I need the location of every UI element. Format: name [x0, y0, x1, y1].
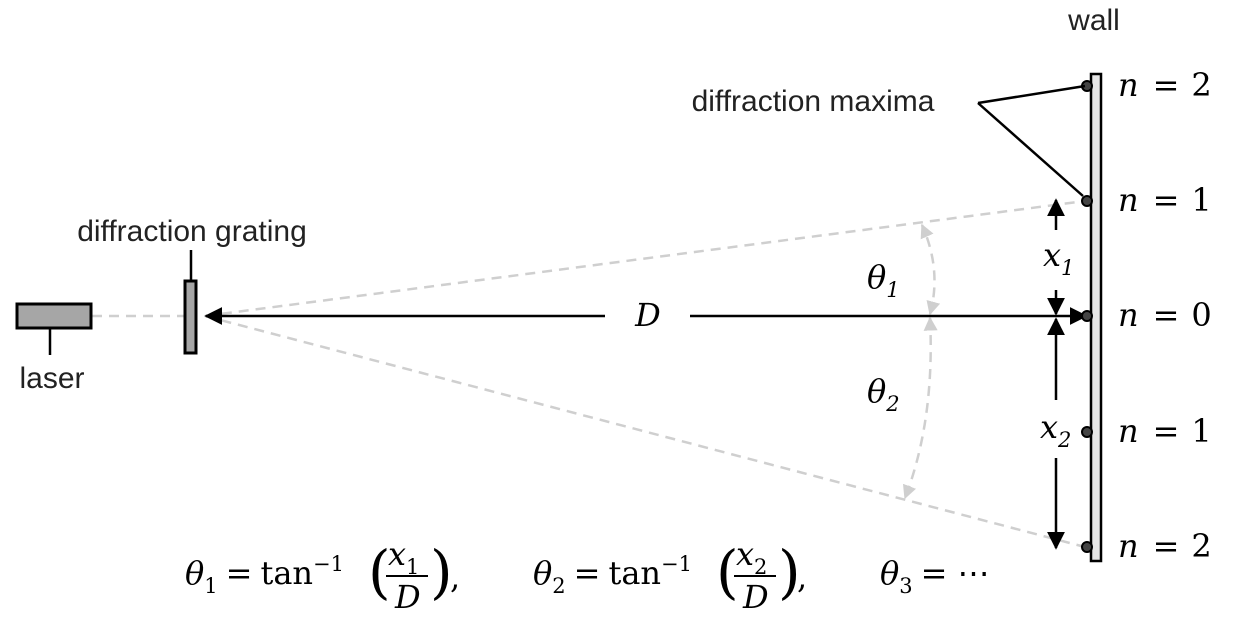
wall-label: wall [1067, 4, 1120, 37]
x1-label: x1 [1043, 236, 1074, 280]
maximum-dot-n1-top [1081, 195, 1093, 207]
formula-theta-3: θ3=⋯ [880, 554, 989, 598]
formula-1-paren-open: ( [368, 538, 391, 606]
theta-2-label: θ2 [867, 372, 900, 416]
svg-text:,: , [797, 558, 807, 596]
order-label-n2-bottom: n=2 [1118, 527, 1212, 565]
distance-label: D [634, 296, 661, 334]
x2-label: x2 [1040, 408, 1071, 452]
diffraction-maxima-label: diffraction maxima [692, 85, 935, 118]
order-label-n1-bottom: n=1 [1118, 412, 1212, 450]
formula-2-paren-open: ( [716, 538, 739, 606]
svg-text:θ3=⋯: θ3=⋯ [880, 554, 989, 598]
beam-order-1-lower [204, 314, 1086, 549]
order-label-n2-top: n=2 [1118, 66, 1212, 104]
svg-text:x1: x1 [388, 535, 419, 579]
svg-text:x2: x2 [736, 535, 767, 579]
svg-text:θ2=tan−1: θ2=tan−1 [533, 552, 692, 598]
maximum-dot-n1-bottom [1081, 426, 1093, 438]
diffraction-grating [183, 279, 198, 355]
diffraction-grating-label: diffraction grating [77, 215, 307, 248]
formula-2-paren-close: ) [778, 538, 801, 606]
maximum-dot-n0 [1081, 310, 1093, 322]
maxima-leader-upper [977, 84, 1086, 105]
svg-text:D: D [742, 578, 769, 616]
svg-text:D: D [394, 578, 421, 616]
formula-theta-2: θ2=tan−1 ( x2 D ) , [533, 535, 807, 616]
theta-2-arc [902, 316, 938, 500]
svg-text:θ1=tan−1: θ1=tan−1 [185, 552, 344, 598]
order-label-n0: n=0 [1118, 296, 1212, 334]
laser-body [15, 302, 93, 330]
order-label-n1-top: n=1 [1118, 181, 1212, 219]
theta-1-label: θ1 [867, 258, 900, 302]
svg-text:,: , [450, 558, 460, 596]
laser-label: laser [19, 362, 84, 395]
beam-order-1-upper [204, 199, 1086, 318]
formula-theta-1: θ1=tan−1 ( x1 D ) , [185, 535, 460, 616]
maxima-leader-lower [977, 102, 1084, 197]
formula-1-paren-close: ) [430, 538, 453, 606]
maximum-dot-n2-bottom [1081, 541, 1093, 553]
theta-1-arc [920, 223, 941, 316]
